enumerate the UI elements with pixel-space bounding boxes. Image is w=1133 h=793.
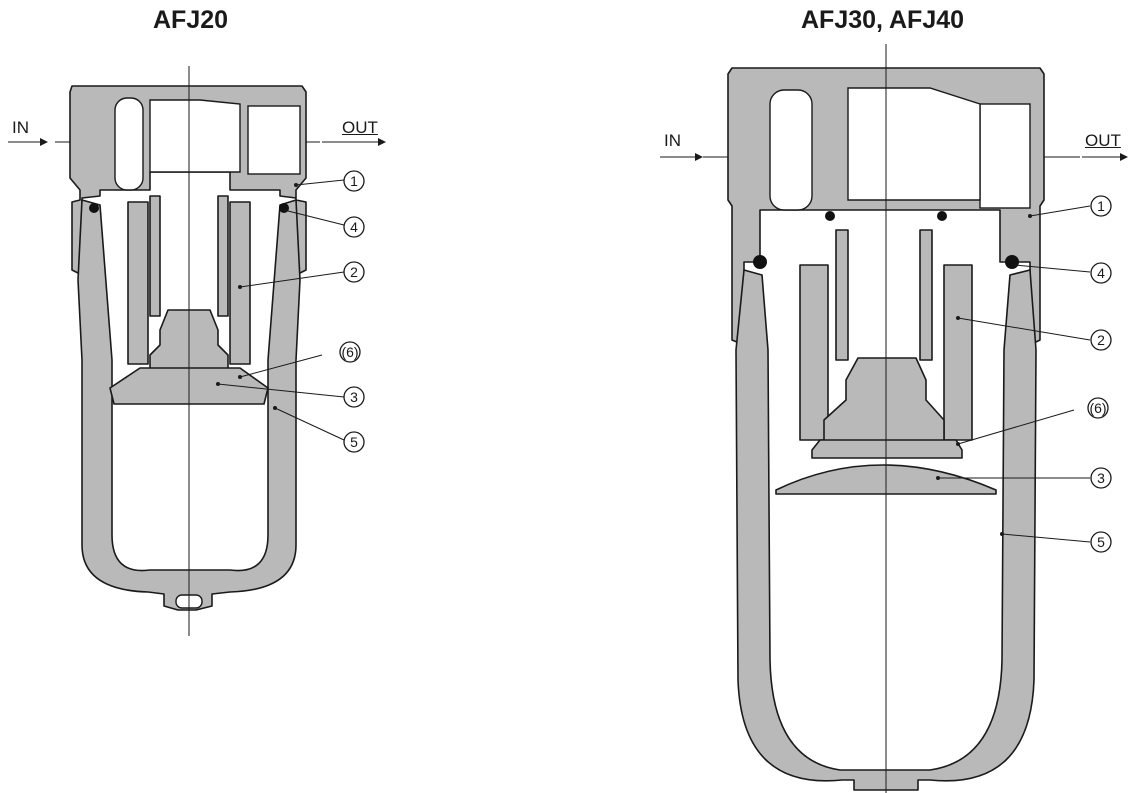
left-leader-1-dot (294, 183, 298, 187)
right-leader-2-dot (956, 316, 960, 320)
right-element-wall-left (799, 264, 829, 441)
right-callout-3: 3 (1097, 470, 1105, 486)
right-inner-tube-right (919, 229, 933, 361)
left-leader-1 (295, 179, 345, 186)
right-leader-3-dot (936, 476, 940, 480)
left-element-wall-right (229, 201, 251, 365)
right-callout-3-circle (1090, 467, 1112, 489)
right-outlet-passage (979, 103, 1031, 209)
right-oring-left (753, 255, 767, 269)
left-callout-6: (6) (341, 344, 358, 360)
right-center-stem (823, 357, 945, 443)
right-leader-5-dot (1000, 532, 1004, 536)
left-leader-4 (283, 209, 345, 226)
right-inlet-passage (769, 89, 813, 211)
left-callout-6-circle (339, 341, 361, 363)
right-in-arrowhead (695, 153, 703, 161)
right-callout-1-circle (1090, 195, 1112, 217)
left-callout-3: 3 (350, 389, 358, 405)
right-in-label: IN (664, 131, 681, 150)
left-callout-1: 1 (350, 173, 358, 189)
left-callout-5: 5 (350, 434, 358, 450)
left-inlet-passage (114, 97, 144, 191)
left-inner-tube-right (217, 195, 229, 317)
left-center-cavity (149, 99, 241, 173)
right-element-wall-right (943, 264, 973, 441)
left-leader-2 (239, 271, 345, 288)
right-oring-right (1005, 255, 1019, 269)
left-oring-left (89, 203, 99, 213)
right-oring-inner-right (937, 211, 947, 221)
left-outlet-passage (247, 105, 301, 175)
left-element-wall-left (127, 201, 149, 365)
right-callout-5-circle (1090, 531, 1112, 553)
right-out-label: OUT (1085, 131, 1121, 150)
left-leader-5-dot (273, 406, 277, 410)
right-callout-6-circle (1087, 397, 1109, 419)
right-baffle (811, 439, 963, 459)
left-oring-right (279, 203, 289, 213)
left-leader-2-dot (238, 285, 242, 289)
left-leader-5 (274, 407, 345, 441)
right-oring-inner-left (825, 211, 835, 221)
left-inner-tube-left (149, 195, 161, 317)
right-out-arrowhead (1120, 153, 1128, 161)
right-leader-2 (957, 317, 1091, 341)
afj30-afj40-section: 1 4 2 (6) 3 5 (660, 44, 1128, 793)
left-callout-4-circle (343, 216, 365, 238)
right-callout-5: 5 (1097, 534, 1105, 550)
right-diagram-title: AFJ30, AFJ40 (801, 6, 965, 34)
right-inner-tube-left (835, 229, 849, 361)
left-leader-6-dot (238, 375, 242, 379)
right-leader-1-dot (1028, 214, 1032, 218)
right-leader-6-dot (956, 442, 960, 446)
left-callout-1-circle (343, 170, 365, 192)
right-callout-2: 2 (1097, 332, 1105, 348)
left-callout-5-circle (343, 431, 365, 453)
right-bowl (735, 269, 1037, 791)
left-diagram-title: AFJ20 (153, 6, 229, 34)
left-out-arrowhead (378, 138, 386, 146)
left-in-label: IN (12, 118, 29, 137)
right-callout-1: 1 (1097, 198, 1105, 214)
left-leader-3 (217, 383, 345, 398)
right-callout-6: (6) (1089, 400, 1106, 416)
left-callout-3-circle (343, 386, 365, 408)
right-leader-6 (957, 409, 1075, 445)
right-leader-1 (1029, 205, 1091, 217)
left-leader-3-dot (216, 382, 220, 386)
left-bowl (77, 199, 301, 611)
left-leader-6 (239, 354, 323, 378)
right-center-cavity (847, 87, 981, 201)
left-callout-2-circle (343, 261, 365, 283)
afj20-section: 1 4 2 (6) 3 5 (8, 66, 386, 636)
left-out-label: OUT (342, 118, 378, 137)
right-callout-2-circle (1090, 329, 1112, 351)
right-leader-4 (1013, 264, 1091, 273)
left-in-arrowhead (40, 138, 48, 146)
right-callout-4-circle (1090, 262, 1112, 284)
right-callout-4: 4 (1097, 265, 1105, 281)
left-callout-4: 4 (350, 219, 358, 235)
right-leader-5 (1001, 533, 1091, 543)
left-callout-2: 2 (350, 264, 358, 280)
